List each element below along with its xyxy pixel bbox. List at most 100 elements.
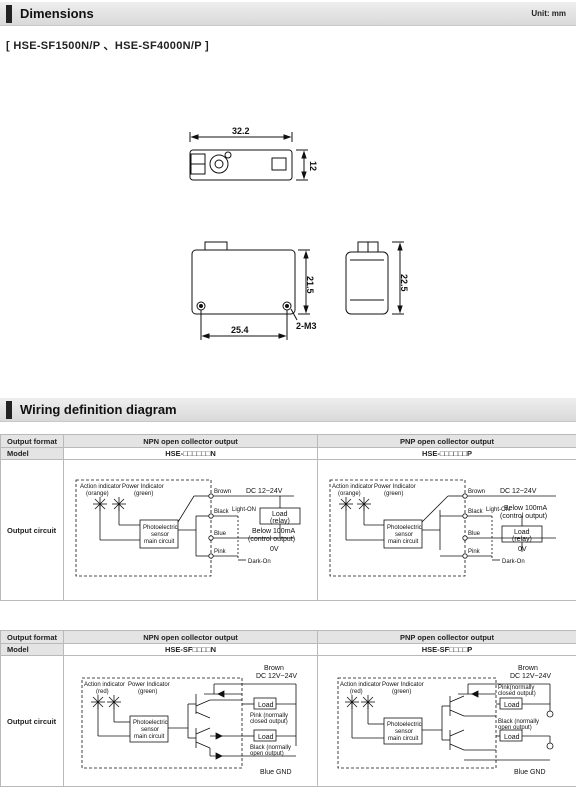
svg-text:Load: Load: [504, 734, 520, 741]
svg-text:Power Indicator: Power Indicator: [374, 484, 416, 490]
svg-text:closed output): closed output): [498, 691, 536, 697]
wiring-section-header: Wiring definition diagram: [0, 398, 576, 422]
svg-text:closed output): closed output): [250, 719, 288, 725]
svg-text:Blue: Blue: [214, 531, 227, 537]
svg-text:Blue: Blue: [468, 531, 481, 537]
svg-text:main circuit: main circuit: [144, 539, 175, 545]
svg-text:main circuit: main circuit: [134, 734, 165, 740]
section-accent: [6, 5, 12, 23]
svg-text:sensor: sensor: [395, 729, 413, 735]
npn-model: HSE-□□□□□□N: [63, 447, 318, 460]
end-height-label: 22.5: [399, 274, 409, 292]
svg-text:Light-ON: Light-ON: [486, 507, 510, 513]
svg-text:(orange): (orange): [338, 491, 361, 497]
pnp-model: HSE-□□□□□□P: [317, 447, 576, 460]
dimensions-section-header: Dimensions Unit: mm: [0, 2, 576, 26]
top-view: [189, 132, 308, 181]
svg-text:Pink: Pink: [468, 549, 481, 555]
svg-text:Photoelectric: Photoelectric: [387, 525, 422, 531]
svg-text:(green): (green): [392, 689, 411, 695]
output-format-label: Output format: [0, 434, 64, 448]
svg-text:(green): (green): [138, 689, 157, 695]
svg-text:(green): (green): [384, 491, 403, 497]
pnp-model: HSE-SF□□□□P: [317, 643, 576, 656]
svg-text:Photoelectric: Photoelectric: [387, 722, 422, 728]
npn-circuit-diagram-1: Action indicator (orange) Power Indicato…: [75, 479, 301, 577]
hole-spacing-label: 25.4: [231, 325, 249, 335]
wiring-table-2: Output format NPN open collector output …: [0, 630, 576, 787]
svg-text:Load: Load: [272, 511, 288, 518]
svg-text:Black (normally: Black (normally: [498, 719, 539, 725]
svg-text:Black (normally: Black (normally: [250, 745, 291, 751]
svg-text:Blue GND: Blue GND: [514, 769, 546, 776]
svg-text:(red): (red): [96, 689, 109, 695]
model-list: [ HSE-SF1500N/P 、HSE-SF4000N/P ]: [6, 40, 209, 52]
svg-text:DC 12~24V: DC 12~24V: [500, 488, 537, 495]
svg-text:(relay): (relay): [512, 536, 532, 543]
model-label: Model: [0, 643, 64, 656]
svg-text:Load: Load: [258, 702, 274, 709]
output-circuit-label: Output circuit: [0, 459, 64, 601]
svg-text:(red): (red): [350, 689, 363, 695]
svg-text:main circuit: main circuit: [388, 736, 419, 742]
svg-text:Brown: Brown: [518, 665, 538, 672]
npn-header: NPN open collector output: [63, 630, 318, 644]
svg-text:Action indicator: Action indicator: [332, 484, 373, 490]
indicator-led-icon: [339, 497, 371, 511]
svg-text:Brown: Brown: [264, 665, 284, 672]
svg-text:Below 100mA: Below 100mA: [252, 528, 296, 535]
svg-text:sensor: sensor: [395, 532, 413, 538]
side-height-label: 21.5: [305, 276, 315, 294]
svg-text:open output): open output): [250, 751, 284, 757]
svg-text:Black: Black: [214, 509, 230, 515]
svg-text:Power Indicator: Power Indicator: [128, 682, 170, 688]
dimension-drawing: 32.2 12 25.4 2-M3 21.5 22.5: [189, 126, 409, 340]
end-view: [345, 241, 404, 315]
wiring-title: Wiring definition diagram: [20, 402, 177, 417]
svg-text:0V: 0V: [518, 546, 527, 553]
npn-model: HSE-SF□□□□N: [63, 643, 318, 656]
svg-text:Power Indicator: Power Indicator: [122, 484, 164, 490]
svg-text:Action indicator: Action indicator: [340, 682, 381, 688]
output-circuit-label: Output circuit: [0, 655, 64, 787]
pnp-header: PNP open collector output: [317, 434, 576, 448]
pnp-circuit-diagram-2: Brown DC 12V~24V Action indicator (red) …: [337, 665, 554, 776]
svg-text:Action indicator: Action indicator: [84, 682, 125, 688]
screw-label: 2-M3: [296, 321, 317, 331]
svg-text:Black: Black: [468, 509, 484, 515]
svg-text:(control output): (control output): [500, 513, 547, 520]
indicator-led-icon: [345, 695, 375, 709]
indicator-led-icon: [93, 497, 126, 511]
svg-text:sensor: sensor: [141, 727, 159, 733]
svg-text:DC 12~24V: DC 12~24V: [246, 488, 283, 495]
npn-header: NPN open collector output: [63, 434, 318, 448]
svg-text:sensor: sensor: [151, 532, 169, 538]
svg-text:Below 100mA: Below 100mA: [504, 505, 548, 512]
svg-text:open output): open output): [498, 725, 532, 731]
wiring-table-1: Output format NPN open collector output …: [0, 434, 576, 601]
svg-text:Brown: Brown: [468, 489, 485, 495]
unit-label: Unit: mm: [531, 9, 566, 18]
svg-text:Load: Load: [504, 702, 520, 709]
svg-text:Load: Load: [258, 734, 274, 741]
pnp-header: PNP open collector output: [317, 630, 576, 644]
svg-text:Power Indicator: Power Indicator: [382, 682, 424, 688]
svg-text:Pink: Pink: [214, 549, 227, 555]
svg-text:main circuit: main circuit: [388, 539, 419, 545]
side-view: [191, 241, 310, 340]
indicator-led-icon: [91, 695, 121, 709]
section-accent: [6, 401, 12, 419]
svg-text:DC 12V~24V: DC 12V~24V: [510, 673, 551, 680]
svg-text:(orange): (orange): [86, 491, 109, 497]
svg-text:Photoelectric: Photoelectric: [133, 720, 168, 726]
pnp-circuit-diagram-1: Action indicator (orange) Power Indicato…: [329, 479, 556, 577]
model-label: Model: [0, 447, 64, 460]
width-label: 32.2: [232, 126, 250, 136]
svg-text:Brown: Brown: [214, 489, 231, 495]
dimensions-title: Dimensions: [20, 6, 94, 21]
svg-text:Action indicator: Action indicator: [80, 484, 121, 490]
svg-text:Light-ON: Light-ON: [232, 507, 256, 513]
svg-text:(control output): (control output): [248, 536, 295, 543]
svg-text:Dark-On: Dark-On: [248, 559, 271, 565]
svg-text:Photoelectric: Photoelectric: [143, 525, 178, 531]
